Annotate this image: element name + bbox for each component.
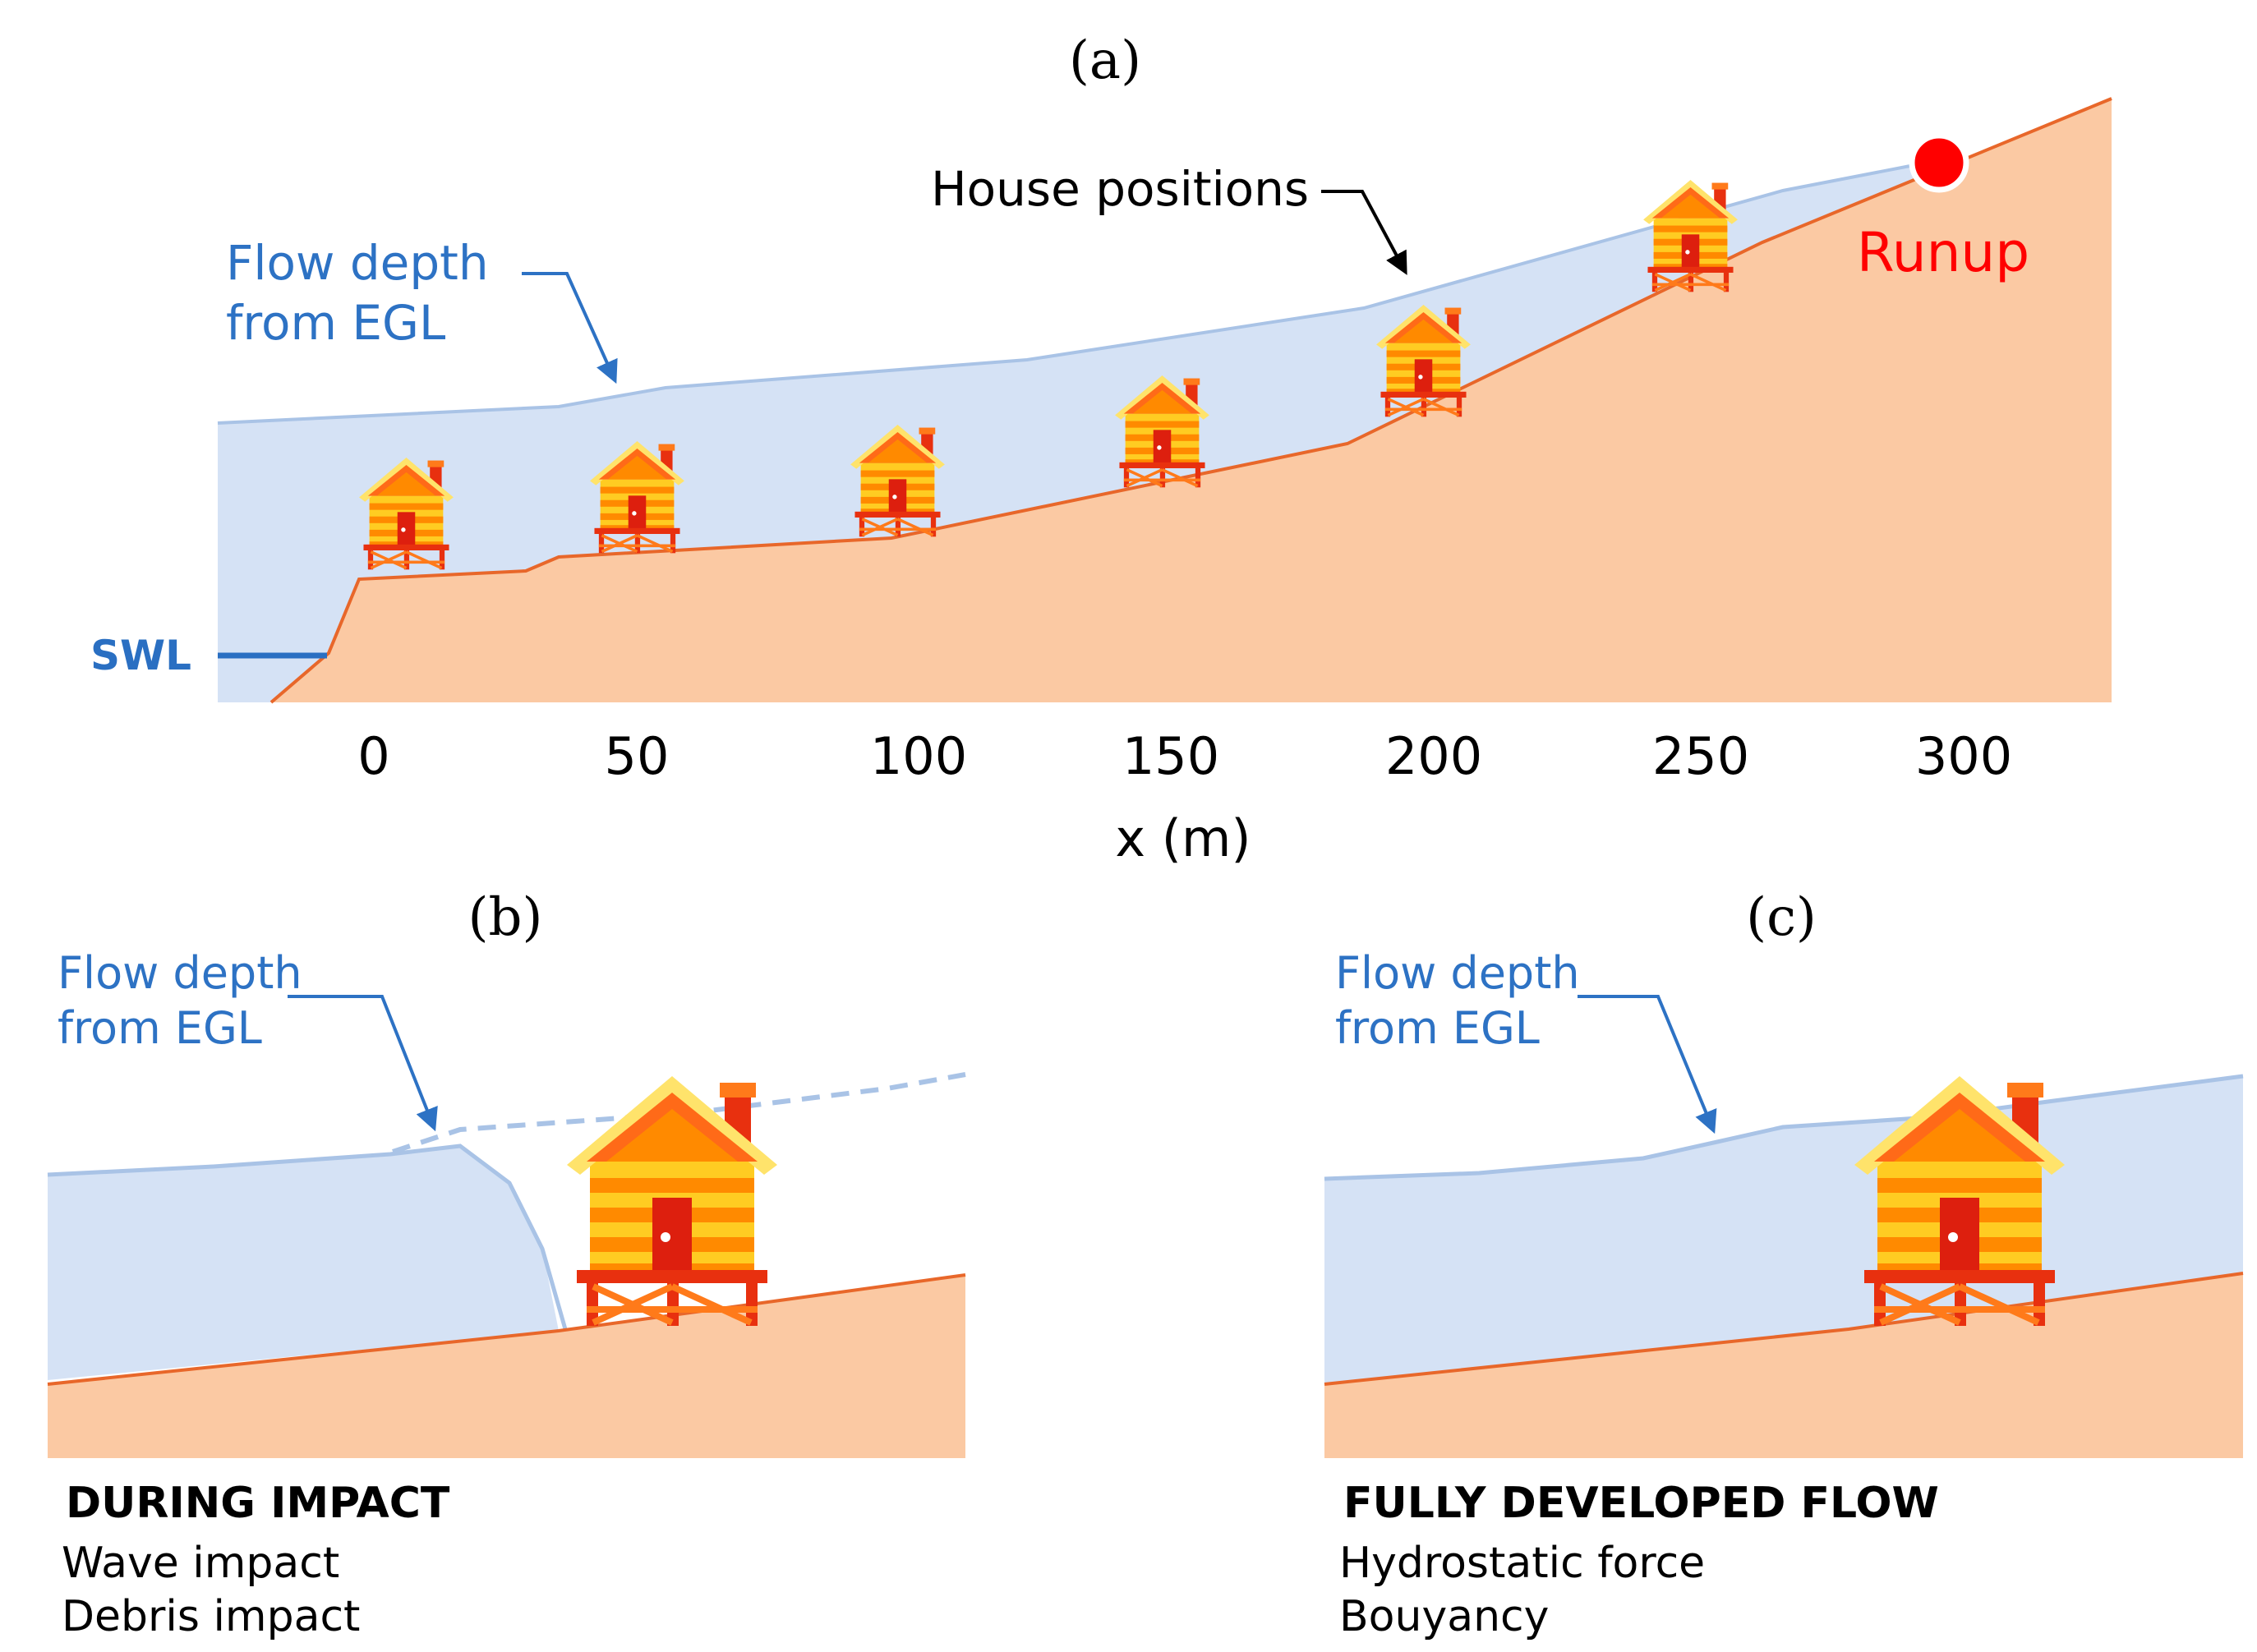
panel-a-flow-annotation-line2: from EGL [226, 295, 445, 351]
panel-b-flow-arrow [288, 995, 438, 1132]
panel-c-item: Bouyancy [1339, 1592, 1549, 1641]
panel-a: (a) SWL Runup Flow depth from EGL House … [90, 30, 2112, 868]
panel-b-flow-annotation-line1: Flow depth [58, 947, 302, 999]
x-tick-label: 100 [870, 726, 967, 786]
x-tick-label: 50 [605, 726, 670, 786]
panel-c-flow-annotation-line1: Flow depth [1335, 947, 1580, 999]
panel-b-item: Debris impact [62, 1592, 360, 1641]
house-positions-label: House positions [931, 161, 1309, 217]
panel-c-label: (c) [1746, 887, 1817, 948]
panel-b-item: Wave impact [62, 1539, 339, 1588]
x-tick-label: 200 [1385, 726, 1482, 786]
x-axis: 0 50 100 150 200 250 300 [357, 726, 2012, 786]
panel-a-swl-label: SWL [90, 632, 191, 679]
panel-a-flow-annotation-line1: Flow depth [226, 235, 489, 291]
runup-label: Runup [1857, 221, 2029, 284]
panel-c-item: Hydrostatic force [1339, 1539, 1705, 1588]
panel-c-flow-arrow [1578, 995, 1717, 1134]
panel-c: (c) Flow depth from EGL FULLY DEVELOPED … [1324, 887, 2244, 1641]
x-tick-label: 0 [357, 726, 389, 786]
panel-c-heading: FULLY DEVELOPED FLOW [1343, 1479, 1939, 1528]
panel-b-label: (b) [468, 887, 543, 948]
house-positions-arrow [1321, 190, 1407, 275]
panel-a-ground-profile [269, 97, 2112, 704]
panel-b-water [48, 1146, 559, 1380]
house-icon [567, 1076, 777, 1326]
panel-c-ground-profile [1324, 1272, 2244, 1386]
runup-marker [1909, 132, 1969, 193]
x-tick-label: 250 [1652, 726, 1749, 786]
x-tick-label: 150 [1122, 726, 1219, 786]
panel-b-ground-profile [47, 1273, 966, 1386]
panel-a-label: (a) [1069, 30, 1141, 91]
panel-a-flow-surface [217, 163, 1919, 425]
x-tick-label: 300 [1915, 726, 2012, 786]
panel-c-flow-annotation-line2: from EGL [1335, 1002, 1540, 1054]
x-axis-label: x (m) [1115, 808, 1251, 868]
panel-b: (b) Flow depth from EGL DURING IMPACT Wa… [47, 887, 966, 1641]
panel-a-flow-arrow [522, 272, 618, 384]
panel-c-ground [1324, 1273, 2243, 1458]
panel-b-flow-annotation-line2: from EGL [58, 1002, 262, 1054]
panel-b-wave-front [47, 1144, 568, 1330]
panel-a-ground [271, 99, 2112, 702]
panel-b-heading: DURING IMPACT [66, 1479, 450, 1528]
panel-b-ground [48, 1275, 965, 1458]
